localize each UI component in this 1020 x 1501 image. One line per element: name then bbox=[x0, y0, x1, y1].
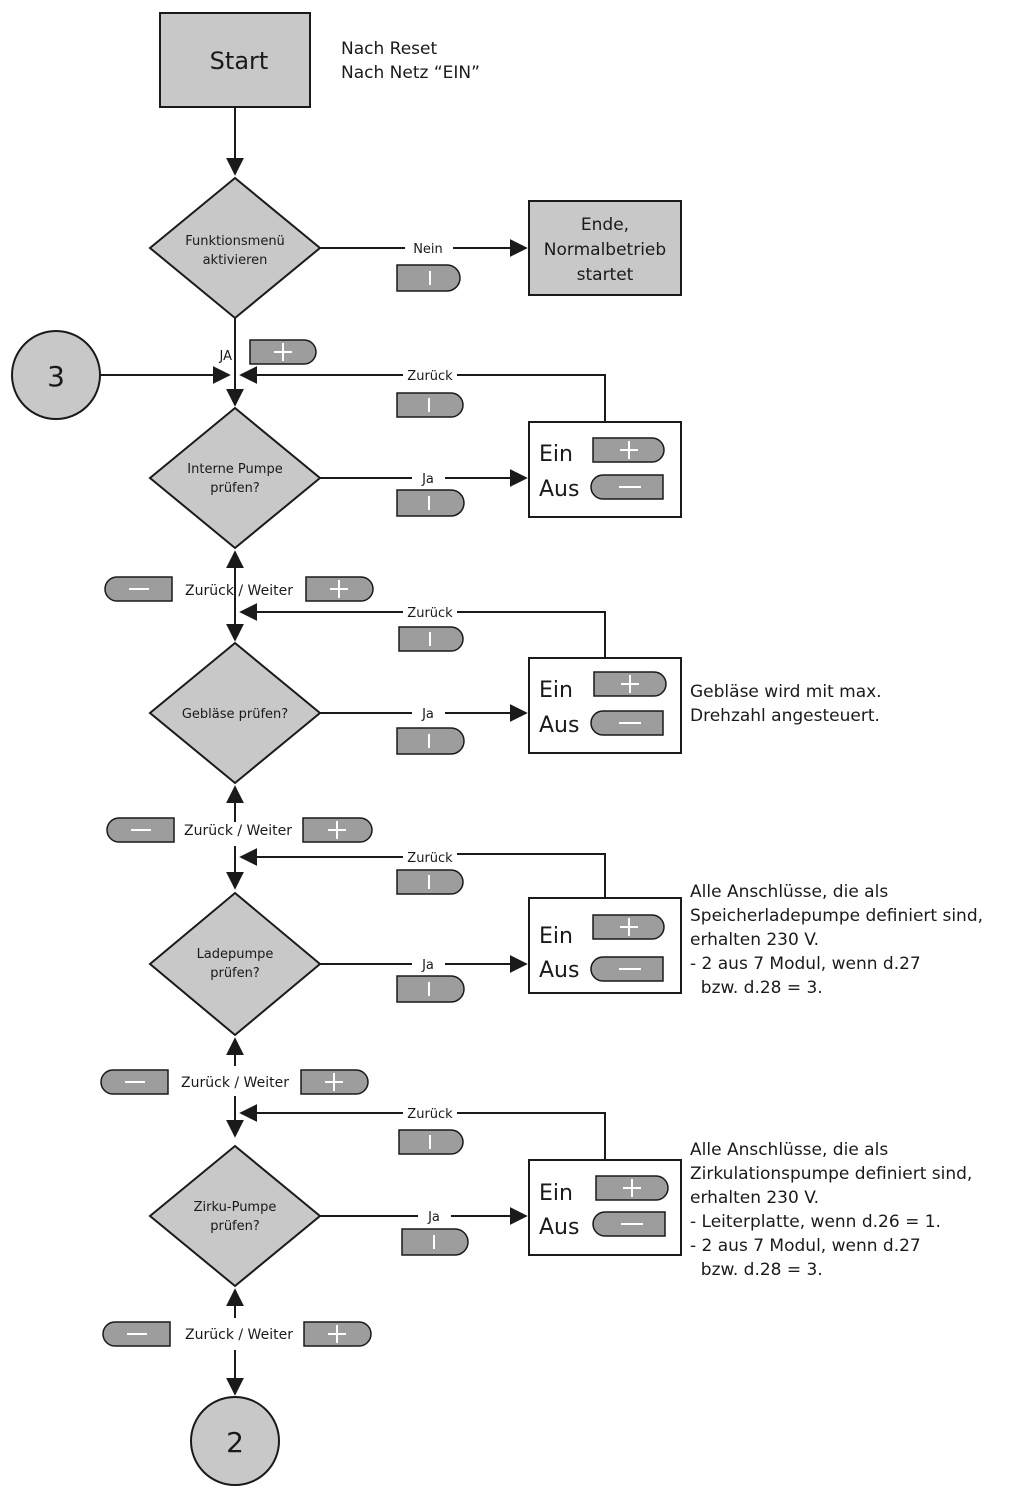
ja-upper-label: JA bbox=[219, 349, 233, 364]
ja-label-3: Ja bbox=[421, 958, 434, 973]
start-box bbox=[159, 12, 311, 108]
zurueck-label-1: Zurück bbox=[407, 369, 453, 384]
info-key-icon[interactable] bbox=[396, 727, 465, 755]
info-key-icon[interactable] bbox=[396, 264, 461, 292]
connector-3-label: 3 bbox=[47, 360, 65, 393]
aus-label-1: Aus bbox=[539, 477, 579, 502]
zurueck-label-3: Zurück bbox=[407, 851, 453, 866]
info-key-icon[interactable] bbox=[398, 626, 464, 652]
minus-key-icon[interactable] bbox=[590, 474, 664, 500]
end-line1: Ende, bbox=[581, 215, 629, 235]
plus-key-icon[interactable] bbox=[300, 1069, 369, 1095]
end-box bbox=[528, 200, 682, 296]
note-ladepumpe: Alle Anschlüsse, die als Speicherladepum… bbox=[690, 882, 984, 998]
info-key-icon[interactable] bbox=[396, 392, 464, 418]
zurueck-loop-1 bbox=[457, 374, 606, 422]
step-4-line1: Zirku-Pumpe bbox=[194, 1200, 277, 1215]
nein-label: Nein bbox=[413, 242, 443, 257]
zurueck-loop-4 bbox=[457, 1112, 606, 1160]
ein-label-3: Ein bbox=[539, 924, 573, 949]
step-1-line1: Interne Pumpe bbox=[187, 462, 282, 477]
aus-label-3: Aus bbox=[539, 958, 579, 983]
step-1-line2: prüfen? bbox=[210, 481, 260, 496]
info-key-icon[interactable] bbox=[396, 489, 465, 517]
minus-key-icon[interactable] bbox=[592, 1211, 666, 1237]
ja-label-4: Ja bbox=[427, 1210, 440, 1225]
decision-zirku-pumpe bbox=[148, 1144, 322, 1288]
decision-interne-pumpe bbox=[148, 406, 322, 550]
start-note-line2: Nach Netz “EIN” bbox=[341, 63, 480, 83]
info-key-icon[interactable] bbox=[398, 1129, 464, 1155]
aus-label-2: Aus bbox=[539, 713, 579, 738]
ein-label-2: Ein bbox=[539, 678, 573, 703]
plus-key-icon[interactable] bbox=[592, 437, 665, 463]
decision-geblaese bbox=[148, 641, 322, 785]
zurueck-loop-2 bbox=[457, 611, 606, 658]
plus-key-icon[interactable] bbox=[302, 817, 373, 843]
start-label: Start bbox=[210, 47, 269, 75]
minus-key-icon[interactable] bbox=[590, 956, 664, 982]
minus-key-icon[interactable] bbox=[100, 1069, 169, 1095]
connector-2 bbox=[190, 1396, 280, 1486]
connector-2-label: 2 bbox=[226, 1426, 244, 1459]
minus-key-icon[interactable] bbox=[102, 1321, 171, 1347]
zurueck-weiter-label-4: Zurück / Weiter bbox=[185, 1327, 293, 1343]
zurueck-label-4: Zurück bbox=[407, 1107, 453, 1122]
end-line2: Normalbetrieb bbox=[544, 240, 666, 260]
decision-ladepumpe bbox=[148, 891, 322, 1037]
ein-aus-box-1 bbox=[528, 421, 682, 518]
aus-label-4: Aus bbox=[539, 1215, 579, 1240]
start-note-line1: Nach Reset bbox=[341, 39, 437, 59]
info-key-icon[interactable] bbox=[396, 869, 464, 895]
note-geblaese: Gebläse wird mit max. Drehzahl angesteue… bbox=[690, 682, 882, 726]
plus-key-icon[interactable] bbox=[249, 339, 317, 365]
zurueck-label-2: Zurück bbox=[407, 606, 453, 621]
ja-label-2: Ja bbox=[421, 707, 434, 722]
step-3-line1: Ladepumpe bbox=[197, 947, 274, 962]
plus-key-icon[interactable] bbox=[592, 914, 665, 940]
minus-key-icon[interactable] bbox=[106, 817, 175, 843]
plus-key-icon[interactable] bbox=[305, 576, 374, 602]
ein-label-1: Ein bbox=[539, 442, 573, 467]
zurueck-weiter-label-1: Zurück / Weiter bbox=[185, 583, 293, 599]
zurueck-loop-3 bbox=[457, 853, 606, 898]
info-key-icon[interactable] bbox=[396, 975, 465, 1003]
minus-key-icon[interactable] bbox=[104, 576, 173, 602]
ein-aus-box-4 bbox=[528, 1159, 682, 1256]
ja-label-1: Ja bbox=[421, 472, 434, 487]
zurueck-weiter-label-2: Zurück / Weiter bbox=[184, 823, 292, 839]
step-2-line1: Gebläse prüfen? bbox=[182, 707, 288, 722]
ein-label-4: Ein bbox=[539, 1181, 573, 1206]
zurueck-weiter-label-3: Zurück / Weiter bbox=[181, 1075, 289, 1091]
decision-menu-line2: aktivieren bbox=[203, 253, 268, 268]
step-3-line2: prüfen? bbox=[210, 966, 260, 981]
note-zirku: Alle Anschlüsse, die als Zirkulationspum… bbox=[690, 1140, 973, 1280]
decision-menu-line1: Funktionsmenü bbox=[185, 234, 285, 249]
plus-key-icon[interactable] bbox=[595, 1175, 669, 1201]
minus-key-icon[interactable] bbox=[590, 710, 664, 736]
info-key-icon[interactable] bbox=[401, 1228, 469, 1256]
end-line3: startet bbox=[577, 265, 634, 285]
plus-key-icon[interactable] bbox=[303, 1321, 372, 1347]
step-4-line2: prüfen? bbox=[210, 1219, 260, 1234]
plus-key-icon[interactable] bbox=[593, 671, 667, 697]
